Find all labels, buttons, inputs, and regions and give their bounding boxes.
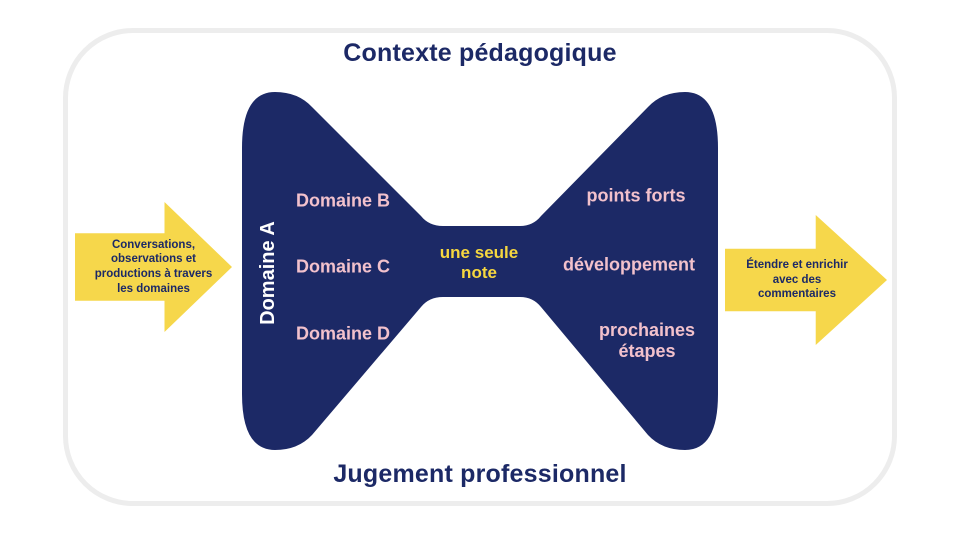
bowtie-funnel-shape (242, 92, 718, 450)
bowtie-path (242, 92, 718, 450)
domaine-d-label: Domaine D (295, 323, 391, 344)
domaine-a-label: Domaine A (257, 221, 280, 325)
prochaines-etapes-label: prochaines étapes (598, 319, 696, 361)
domaine-b-label: Domaine B (295, 190, 391, 211)
bottom-title: Jugement professionnel (333, 460, 627, 488)
points-forts-label: points forts (586, 185, 686, 206)
single-note-label: une seule note (439, 242, 519, 282)
left-arrow-label: Conversations, observations et productio… (94, 238, 213, 295)
right-arrow-label: Étendre et enrichir avec des commentaire… (746, 258, 848, 301)
domaine-c-label: Domaine C (295, 256, 391, 277)
developpement-label: développement (562, 254, 696, 275)
top-title: Contexte pédagogique (343, 39, 617, 67)
